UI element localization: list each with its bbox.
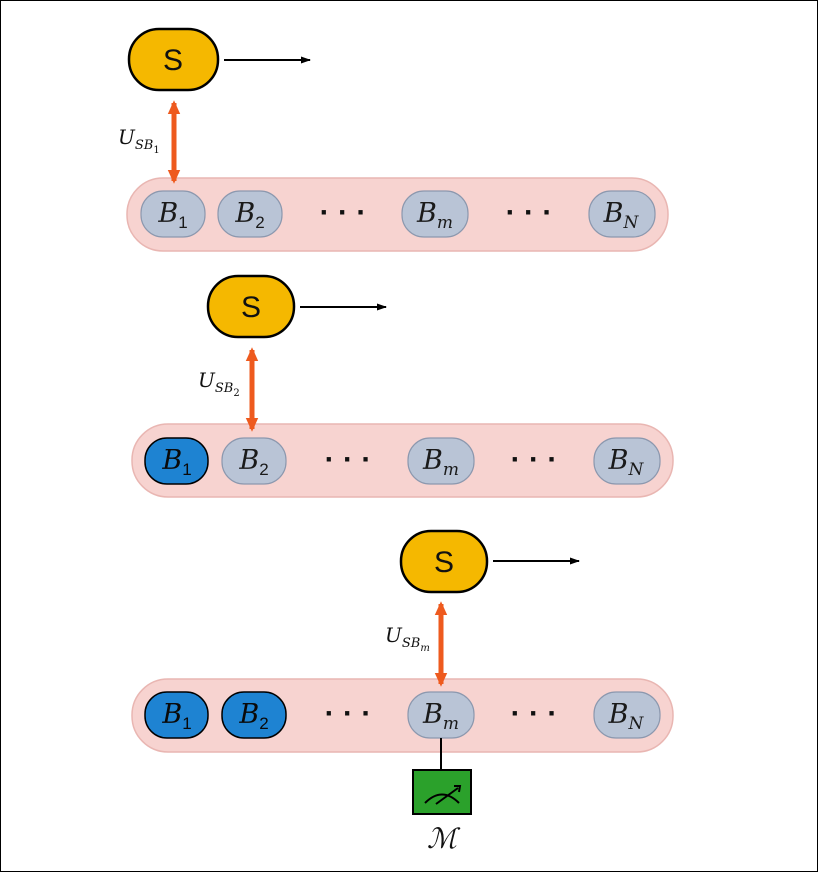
coupling-label: USB2	[198, 368, 240, 399]
bath-label: Bm	[416, 198, 453, 233]
chain-band	[126, 177, 669, 252]
chain-band	[131, 423, 674, 498]
bath-2: B2	[221, 691, 287, 739]
bath-label: B2	[234, 198, 264, 232]
ellipsis: · · ·	[325, 697, 372, 730]
bath-pill	[221, 437, 287, 485]
bath-N: BN	[593, 691, 661, 739]
bath-2: B2	[221, 437, 287, 485]
ellipsis: · · ·	[511, 443, 558, 476]
bath-label: BN	[603, 198, 640, 233]
bath-pill	[144, 437, 209, 485]
bath-1: B1	[144, 691, 209, 739]
ellipsis: · · ·	[511, 697, 558, 730]
system-label: S	[434, 546, 454, 579]
bath-label: BN	[608, 699, 645, 734]
bath-label: B1	[161, 445, 191, 479]
ellipsis: · · ·	[506, 196, 553, 229]
bath-pill	[401, 190, 469, 238]
bath-label: BN	[608, 445, 645, 480]
system-node	[206, 274, 296, 339]
bath-pill	[221, 691, 287, 739]
bath-label: Bm	[422, 699, 459, 734]
bath-pill	[407, 437, 475, 485]
bath-pill	[217, 190, 283, 238]
panel-2: B1 B2 · · · Bm · · · BN S USB2	[131, 274, 674, 498]
ellipsis: · · ·	[320, 196, 367, 229]
measurement-symbol: ℳ	[427, 822, 461, 855]
system: S	[399, 529, 489, 594]
system-node	[127, 27, 220, 92]
measurement-meter-icon	[412, 769, 472, 815]
bath-label: Bm	[422, 445, 459, 480]
bath-m: Bm	[407, 437, 475, 485]
bath-label: B2	[238, 699, 268, 733]
coupling-label: USB1	[118, 125, 160, 156]
bath-pill	[144, 691, 209, 739]
bath-pill	[588, 190, 656, 238]
bath-N: BN	[588, 190, 656, 238]
coupling-label: USBm	[385, 623, 430, 654]
panel-1: B1 B2 · · · Bm · · · BN S USB1	[118, 27, 669, 252]
bath-pill	[140, 190, 206, 238]
bath-label: B2	[238, 445, 268, 479]
bath-1: B1	[144, 437, 209, 485]
system: S	[127, 27, 220, 92]
system-label: S	[163, 44, 183, 77]
bath-N: BN	[593, 437, 661, 485]
system-node	[399, 529, 489, 594]
system: S	[206, 274, 296, 339]
panel-3: B1 B2 · · · Bm · · · BN S USBm	[131, 529, 674, 855]
system-label: S	[241, 291, 261, 324]
bath-label: B1	[157, 198, 187, 232]
bath-label: B1	[161, 699, 191, 733]
chain-band	[131, 678, 674, 753]
bath-m: Bm	[407, 691, 475, 739]
bath-pill	[593, 437, 661, 485]
ellipsis: · · ·	[325, 443, 372, 476]
bath-pill	[593, 691, 661, 739]
bath-m: Bm	[401, 190, 469, 238]
bath-1: B1	[140, 190, 206, 238]
bath-2: B2	[217, 190, 283, 238]
